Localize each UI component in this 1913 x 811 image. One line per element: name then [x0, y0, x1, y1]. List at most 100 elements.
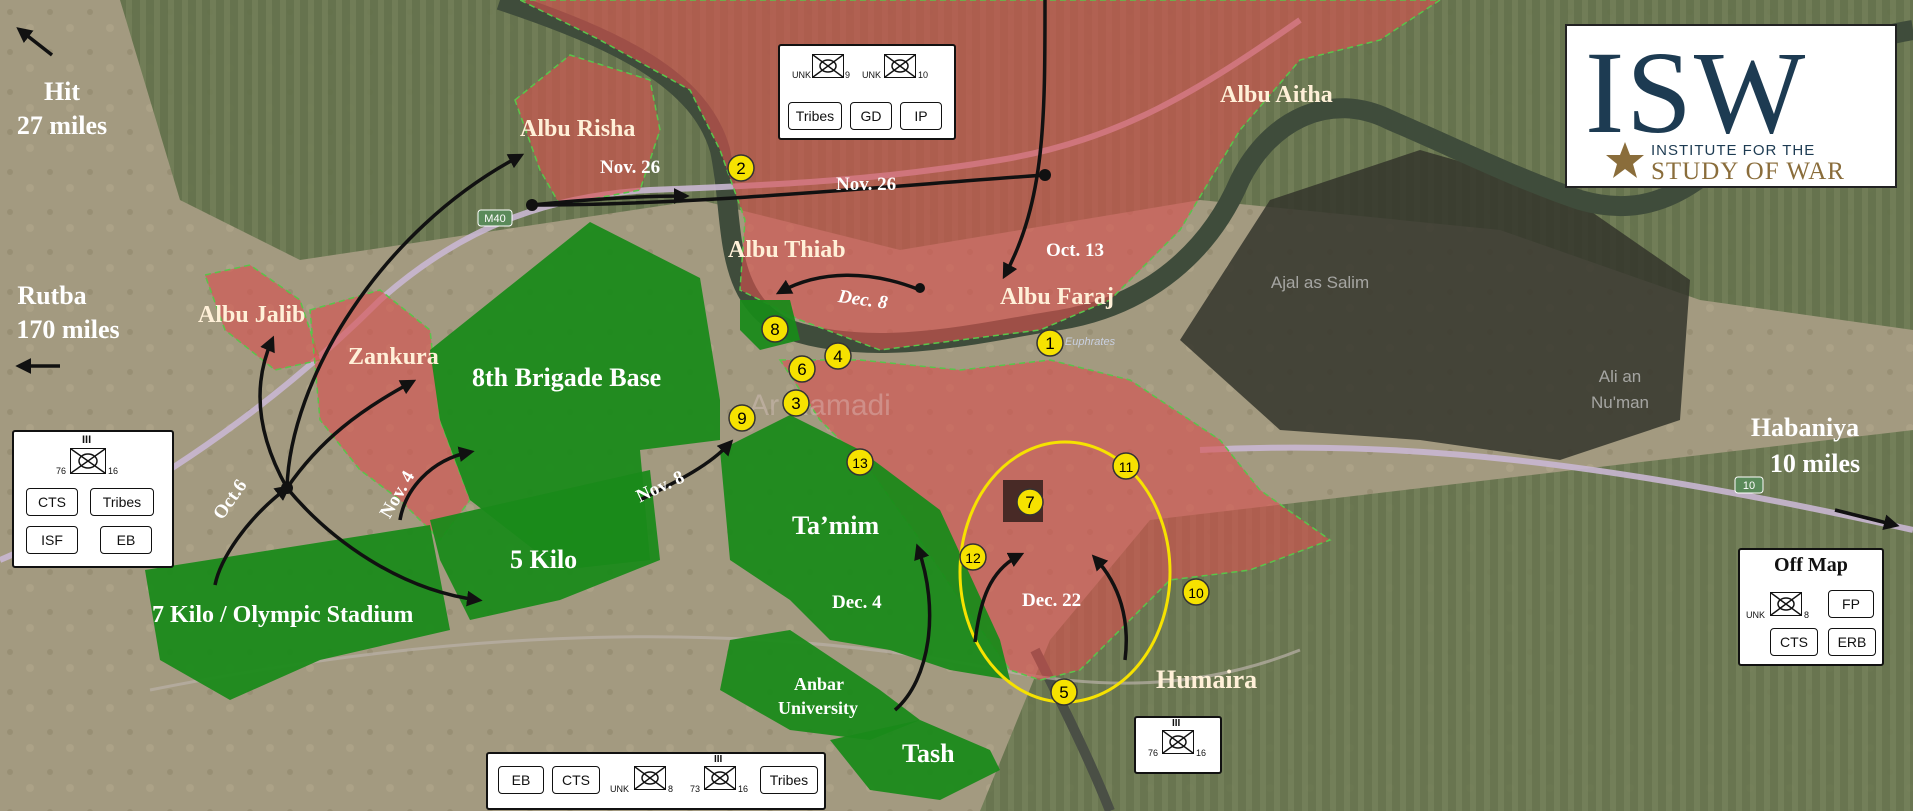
label-8th-brigade-base: 8th Brigade Base: [472, 363, 661, 392]
marker-12: 12: [959, 543, 987, 571]
advance-arrow-nov4: [398, 446, 475, 521]
unit-chip-eb: EB: [498, 766, 544, 794]
marker-6-label: 6: [797, 360, 806, 379]
label-rutba: Rutba: [17, 281, 86, 310]
unit-box-humaira: III 76 16: [1134, 716, 1222, 774]
unit-cross-icon: [1771, 593, 1801, 615]
marker-12-label: 12: [965, 550, 981, 566]
marker-11-label: 11: [1119, 459, 1134, 475]
off-map-title: Off Map: [1774, 554, 1848, 576]
date-dec4: Dec. 4: [832, 592, 882, 613]
arrow-origin-dec8: [915, 283, 925, 293]
marker-7-label: 7: [1025, 493, 1034, 512]
unit-humaira-echelon: III: [1172, 718, 1181, 729]
unit-south-num: 8: [668, 784, 674, 794]
unit-symbol-brigade: [704, 766, 736, 790]
label-rutba-distance: 170 miles: [16, 315, 119, 344]
unit-cross-icon: [635, 767, 665, 789]
label-anbar-1: Anbar: [794, 674, 844, 694]
zone-tash: [830, 720, 1000, 800]
marker-10-label: 10: [1188, 585, 1204, 601]
unit-chip-tribes: Tribes: [90, 488, 154, 516]
isw-logo-line1: INSTITUTE FOR THE: [1651, 142, 1816, 159]
event-markers: 1 2 3 4 5 6 7 8 9 10 11 12 13: [727, 154, 1210, 706]
unit-symbol-unk-8: [634, 766, 666, 790]
unit-chip-cts: CTS: [26, 488, 78, 516]
distance-labels: Hit 27 miles Rutba 170 miles Habaniya 10…: [16, 77, 1860, 478]
date-nov26-west: Nov. 26: [600, 157, 660, 178]
marker-3: 3: [782, 389, 810, 417]
star-icon: [1606, 142, 1644, 178]
advance-arrow-nov8: [639, 439, 734, 502]
label-tamim: Ta’mim: [792, 511, 879, 540]
road-shield-10: [1734, 476, 1764, 494]
zone-5-kilo: [430, 470, 660, 620]
label-7-kilo: 7 Kilo / Olympic Stadium: [152, 602, 413, 628]
label-albu-jalib: Albu Jalib: [198, 302, 305, 328]
unit-box-west: III 76 16 CTS Tribes ISF EB: [12, 430, 174, 568]
arrow-hit: [16, 27, 54, 57]
unit-cross-icon: [1163, 731, 1193, 753]
marker-2-label: 2: [736, 159, 745, 178]
unit-cross-icon: [71, 449, 105, 473]
advance-arrow-oct6: [213, 485, 291, 586]
label-albu-thiab: Albu Thiab: [728, 237, 846, 263]
label-hit: Hit: [44, 77, 80, 106]
unit-cross-icon: [705, 767, 735, 789]
unit-chip-fp: FP: [1828, 590, 1874, 618]
unit-chip-erb: ERB: [1828, 628, 1876, 656]
marker-2: 2: [727, 154, 755, 182]
unit-west-left: 76: [56, 466, 67, 476]
unit-symbol-brigade: [70, 448, 106, 474]
axes-of-advance: [15, 0, 1900, 712]
unit-cross-icon: [885, 55, 915, 77]
area-labels: Albu Risha Albu Aitha Albu Thiab Albu Fa…: [152, 82, 1333, 768]
off-map-num: 8: [1804, 610, 1810, 620]
marker-6: 6: [788, 355, 816, 383]
isw-logo: ISW INSTITUTE FOR THE STUDY OF WAR: [1565, 24, 1897, 188]
label-albu-aitha: Albu Aitha: [1220, 82, 1333, 108]
date-oct13: Oct. 13: [1046, 240, 1104, 261]
unit-symbol-unk-9: [812, 54, 844, 78]
unit-north-unk-1: UNK: [792, 70, 812, 80]
marker-8-label: 8: [770, 320, 779, 339]
unit-chip-gd: GD: [850, 102, 892, 130]
unit-chip-eb: EB: [100, 526, 152, 554]
unit-chip-isf: ISF: [26, 526, 78, 554]
unit-chip-cts: CTS: [552, 766, 600, 794]
isw-logo-wordmark: ISW: [1585, 27, 1808, 158]
marker-11: 11: [1112, 452, 1140, 480]
unit-south-unk: UNK: [610, 784, 630, 794]
marker-5: 5: [1050, 678, 1078, 706]
arrow-origin-oct13: [1039, 169, 1051, 181]
unit-box-north: UNK 9 UNK 10 Tribes GD IP: [778, 44, 956, 140]
marker-4: 4: [824, 342, 852, 370]
marker-9-label: 9: [737, 409, 746, 428]
zone-anbar-university: [720, 630, 920, 740]
arrow-habaniya: [1834, 508, 1900, 530]
unit-north-num-1: 9: [845, 70, 851, 80]
arrow-origin-west-hub: [281, 482, 293, 494]
label-zankura: Zankura: [348, 344, 439, 370]
label-humaira: Humaira: [1156, 665, 1257, 694]
advance-arrow-to-albu-jalib: [258, 335, 289, 489]
unit-box-south: EB CTS UNK 8 III 73 16 Tribes: [486, 752, 826, 810]
advance-arrow-dec22: [1091, 554, 1128, 661]
road-shield-m40: [477, 209, 513, 227]
marker-3-label: 3: [791, 394, 800, 413]
off-map-unk: UNK: [1746, 610, 1766, 620]
zone-albu-risha: [514, 54, 661, 206]
marker-9: 9: [728, 404, 756, 432]
advance-arrow-to-zankura: [285, 379, 417, 489]
unit-symbol-unk-10: [884, 54, 916, 78]
advance-arrow-dec8: [775, 273, 921, 295]
unit-north-unk-2: UNK: [862, 70, 882, 80]
marker-13-label: 13: [852, 455, 868, 471]
unit-chip-tribes: Tribes: [788, 102, 842, 130]
unit-south-echelon: III: [714, 754, 723, 765]
unit-box-off-map: Off Map UNK 8 FP CTS ERB: [1738, 548, 1884, 666]
advance-arrow-oct13: [1002, 0, 1047, 280]
unit-chip-ip: IP: [900, 102, 942, 130]
marker-10: 10: [1182, 578, 1210, 606]
label-tash: Tash: [902, 739, 955, 768]
